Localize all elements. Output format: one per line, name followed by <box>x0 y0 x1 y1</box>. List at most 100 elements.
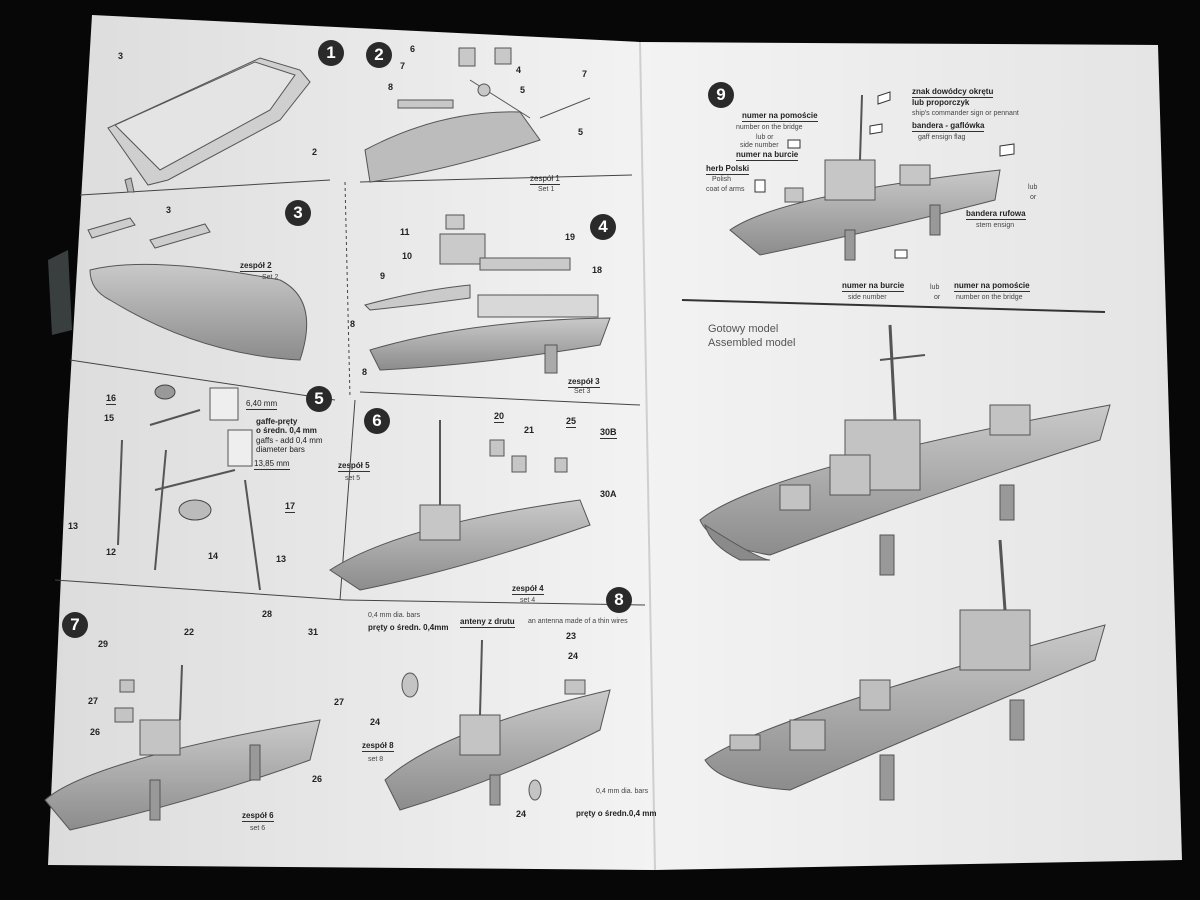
part-label: 14 <box>208 551 219 561</box>
part-label: 24 <box>516 809 527 819</box>
part-label: 17 <box>285 501 296 513</box>
part-label: 25 <box>566 416 577 428</box>
flag-label: numer na burcie <box>842 281 905 292</box>
set-label-en: Set 1 <box>538 186 555 193</box>
part-label: 2 <box>312 147 318 157</box>
part-label: 21 <box>524 425 535 435</box>
flag-label: Polish <box>712 176 732 183</box>
set-label: zespół 6 <box>242 811 274 822</box>
part-label: 23 <box>566 631 577 641</box>
flag-label: number on the bridge <box>956 294 1023 301</box>
flag-label: bandera - gaflówka <box>912 121 985 132</box>
set-label: zespół 5 <box>338 461 370 472</box>
set-label-en: set 8 <box>368 756 384 763</box>
flag-label: numer na pomoście <box>742 111 818 122</box>
flag-label: or <box>1030 194 1037 201</box>
part-label: 30A <box>600 489 617 499</box>
note-label: diameter bars <box>256 445 305 454</box>
part-label: 22 <box>184 627 195 637</box>
part-label: 27 <box>334 697 345 707</box>
set-label-en: set 4 <box>520 597 536 604</box>
note-label: 0,4 mm dia. bars <box>368 612 421 619</box>
flag-label: gaff ensign flag <box>918 134 966 141</box>
part-label: 18 <box>592 265 603 275</box>
part-label: 12 <box>106 547 117 557</box>
flag-label: numer na burcie <box>736 150 799 161</box>
note-label: pręty o średn. 0,4mm <box>368 623 449 632</box>
part-label: 31 <box>308 627 319 637</box>
part-label: 13 <box>276 554 287 564</box>
part-label: 24 <box>370 717 381 727</box>
flag-label: numer na pomoście <box>954 281 1030 292</box>
part-label: 27 <box>88 696 99 706</box>
part-label: 6 <box>410 44 416 54</box>
part-label: 8 <box>388 82 394 92</box>
part-label: 8 <box>362 367 368 377</box>
part-label: 5 <box>520 85 526 95</box>
note-label: gaffe-pręty <box>256 417 298 426</box>
part-label: 4 <box>516 65 522 75</box>
part-label: 20 <box>494 411 505 423</box>
flag-label: coat of arms <box>706 186 745 193</box>
set-label: zespół 2 <box>240 261 272 272</box>
set-label: zespół 1 <box>530 174 560 185</box>
part-label: 30B <box>600 427 617 439</box>
part-label: 19 <box>565 232 576 242</box>
part-label: 11 <box>400 227 410 237</box>
note-label: o średn. 0,4 mm <box>256 426 317 435</box>
flag-label: bandera rufowa <box>966 209 1026 220</box>
flag-label: znak dowódcy okrętu <box>912 87 994 98</box>
part-label: 8 <box>350 319 356 329</box>
part-label: 26 <box>90 727 101 737</box>
flag-label: or <box>934 294 941 301</box>
part-label: 13 <box>68 521 79 531</box>
dimension-label: 6,40 mm <box>246 399 278 410</box>
part-label: 15 <box>104 413 115 423</box>
flag-label: stern ensign <box>976 222 1015 229</box>
flag-label: number on the bridge <box>736 124 803 131</box>
set-label: zespół 8 <box>362 741 394 752</box>
step-badge: 5 <box>306 386 332 412</box>
part-label: 9 <box>380 271 386 281</box>
assembled-title-pl: Gotowy model <box>708 323 779 335</box>
part-label: 5 <box>578 127 584 137</box>
dimension-label: 13,85 mm <box>254 459 290 470</box>
flag-label: lub or <box>756 134 774 141</box>
step-badge: 4 <box>590 214 616 240</box>
step-badge: 1 <box>318 40 344 66</box>
set-label-en: set 5 <box>345 475 361 482</box>
set-label-en: Set 3 <box>574 388 591 395</box>
part-label: 3 <box>166 205 172 215</box>
note-label: gaffs - add 0,4 mm <box>256 436 323 445</box>
flag-label: lub <box>1028 184 1038 191</box>
flag-label: herb Polski <box>706 164 750 175</box>
flag-label: side number <box>740 142 779 149</box>
part-label: 3 <box>118 51 124 61</box>
note-label: an antenna made of a thin wires <box>528 618 628 625</box>
set-label: zespół 4 <box>512 584 544 595</box>
part-label: 29 <box>98 639 109 649</box>
step-badge: 6 <box>364 408 390 434</box>
flag-label: ship's commander sign or pennant <box>912 110 1019 117</box>
part-label: 24 <box>568 651 579 661</box>
step-badge: 2 <box>366 42 392 68</box>
part-label: 7 <box>582 69 588 79</box>
set-label-en: set 6 <box>250 825 266 832</box>
note-label: anteny z drutu <box>460 617 515 628</box>
part-label: 7 <box>400 61 406 71</box>
set-label: zespół 3 <box>568 377 600 388</box>
assembled-title-en: Assembled model <box>708 337 796 349</box>
part-label: 10 <box>402 251 413 261</box>
set-label-en: Set 2 <box>262 274 279 281</box>
step-badge: 9 <box>708 82 734 108</box>
flag-label: side number <box>848 294 887 301</box>
step-badge: 8 <box>606 587 632 613</box>
part-label: 28 <box>262 609 273 619</box>
note-label: pręty o średn.0,4 mm <box>576 809 657 818</box>
note-label: 0,4 mm dia. bars <box>596 788 649 795</box>
step-badge: 7 <box>62 612 88 638</box>
flag-label: lub <box>930 284 940 291</box>
step-badge: 3 <box>285 200 311 226</box>
